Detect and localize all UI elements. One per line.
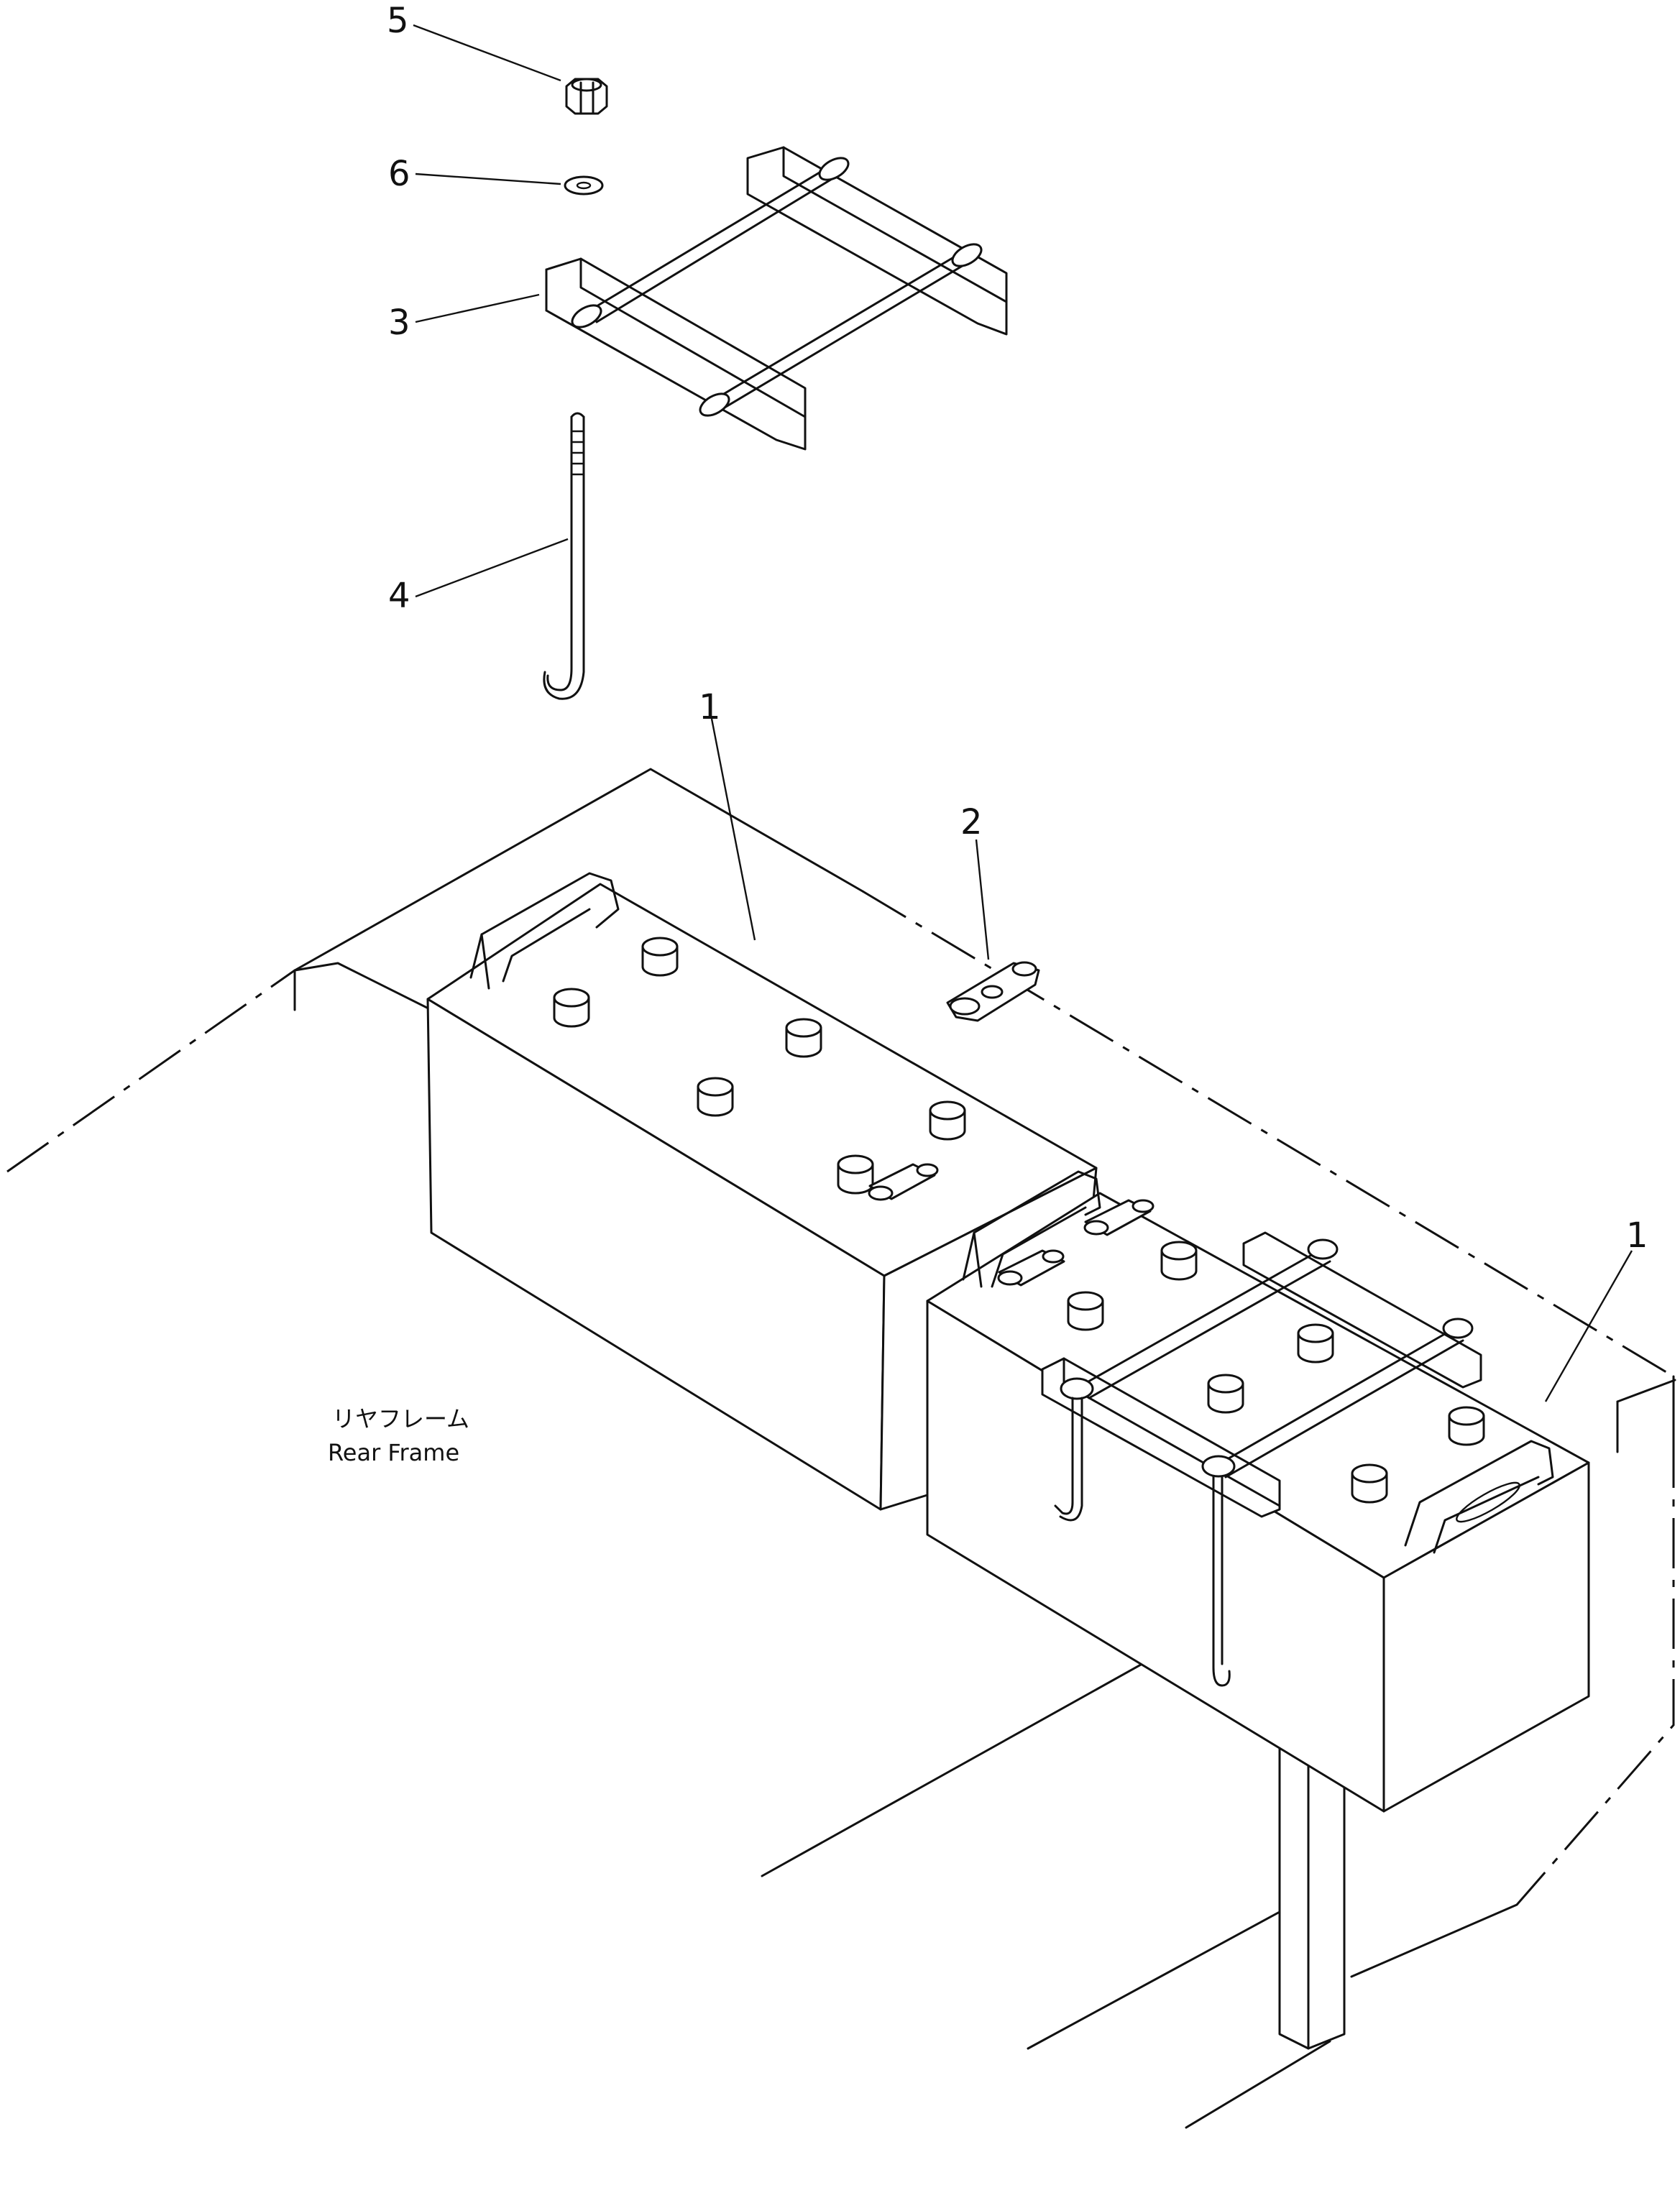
battery-left-terminal-clamp bbox=[868, 1163, 939, 1201]
callout-3: 3 bbox=[388, 303, 410, 343]
j-bolt-part-4 bbox=[543, 412, 585, 700]
rear-frame-label: リヤフレーム Rear Frame bbox=[328, 1405, 469, 1466]
battery-left bbox=[426, 872, 1098, 1511]
installed-bracket bbox=[1041, 1231, 1482, 1687]
callout-4: 4 bbox=[388, 576, 410, 616]
battery-right-terminal-clamps bbox=[997, 1199, 1155, 1287]
hold-down-bracket-part-3 bbox=[545, 146, 1008, 451]
callout-2: 2 bbox=[960, 802, 983, 842]
callout-6: 6 bbox=[388, 154, 410, 194]
callout-5: 5 bbox=[387, 1, 409, 41]
battery-right-caps bbox=[1067, 1241, 1485, 1504]
rear-frame-label-jp: リヤフレーム bbox=[332, 1405, 469, 1433]
callout-1-left: 1 bbox=[699, 687, 721, 727]
terminal-clamp-part-2 bbox=[946, 961, 1040, 1022]
washer-part-6 bbox=[564, 175, 604, 196]
callouts: 5 6 3 4 1 2 1 bbox=[387, 1, 1648, 1256]
battery-right bbox=[926, 1170, 1590, 1813]
rear-frame-label-en: Rear Frame bbox=[328, 1439, 459, 1466]
leader-lines bbox=[413, 24, 1633, 1402]
callout-1-right: 1 bbox=[1626, 1215, 1648, 1256]
nut-part-5 bbox=[565, 78, 608, 115]
